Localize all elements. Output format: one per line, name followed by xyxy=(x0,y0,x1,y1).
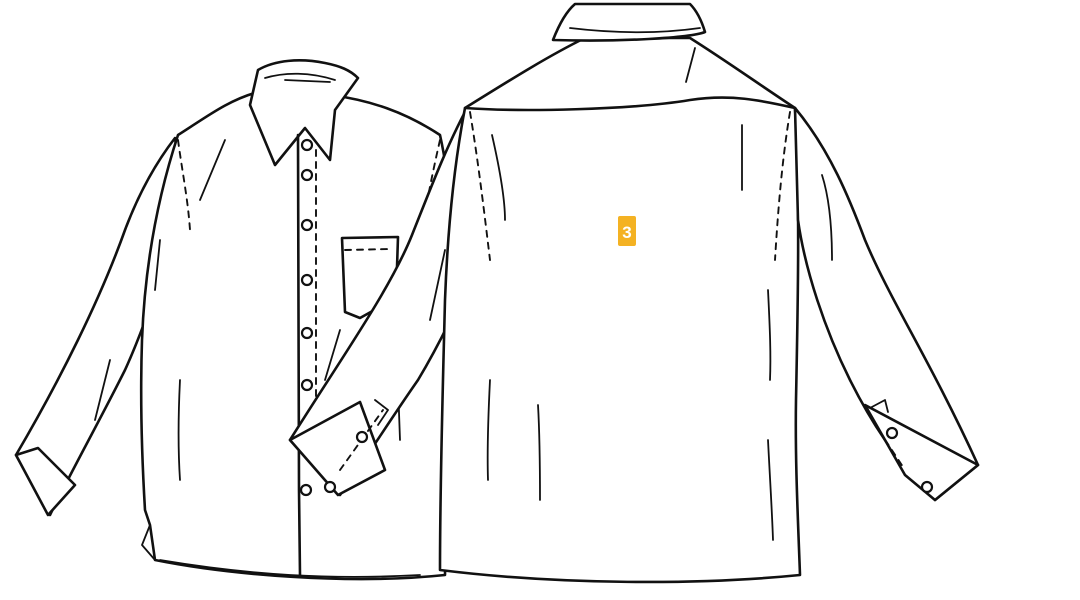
back-collar-band xyxy=(569,27,701,34)
front-collar-band xyxy=(264,72,336,81)
back-fold-line xyxy=(429,249,446,321)
front-pocket-stitch xyxy=(344,248,393,251)
figure-label: 3 xyxy=(622,223,631,242)
button xyxy=(300,273,314,287)
button xyxy=(355,430,369,444)
front-placket-edge xyxy=(296,133,302,577)
front-collar xyxy=(248,59,360,167)
front-hem-slit xyxy=(141,524,156,561)
back-fold-line xyxy=(486,379,491,481)
label-badge-background xyxy=(618,216,636,246)
front-left-cuff xyxy=(14,446,77,517)
back-left-cuff-tab xyxy=(374,399,389,426)
back-fold-line xyxy=(821,174,833,261)
button xyxy=(885,426,899,440)
back-yoke-fold xyxy=(685,47,696,83)
front-buttons xyxy=(299,138,314,497)
back-right-cuff-placket xyxy=(871,419,906,471)
back-armhole-left-stitch xyxy=(469,111,491,261)
front-fold-line xyxy=(154,239,161,291)
button xyxy=(300,218,314,232)
back-body xyxy=(438,36,802,584)
button xyxy=(300,168,314,182)
back-collar xyxy=(551,2,707,42)
back-fold-line xyxy=(491,134,506,221)
back-armhole-right-stitch xyxy=(774,111,791,261)
front-fold-line xyxy=(177,379,181,481)
back-yoke-seam xyxy=(463,96,797,112)
back-view xyxy=(288,2,980,584)
front-hem xyxy=(159,559,421,578)
button xyxy=(300,378,314,392)
front-fold-line xyxy=(94,359,111,421)
back-left-cuff xyxy=(288,400,387,497)
back-fold-line xyxy=(537,404,541,501)
back-fold-line xyxy=(767,439,774,541)
figure-label-badge: 3 xyxy=(618,216,636,246)
button xyxy=(300,138,314,152)
back-right-cuff-tab xyxy=(869,399,889,413)
button xyxy=(920,480,934,494)
back-fold-line xyxy=(767,289,772,381)
front-collar-stitch xyxy=(284,79,331,83)
back-fold-line xyxy=(324,329,341,381)
front-fold-line xyxy=(199,139,226,201)
button xyxy=(323,480,337,494)
button xyxy=(300,326,314,340)
button xyxy=(299,483,313,497)
